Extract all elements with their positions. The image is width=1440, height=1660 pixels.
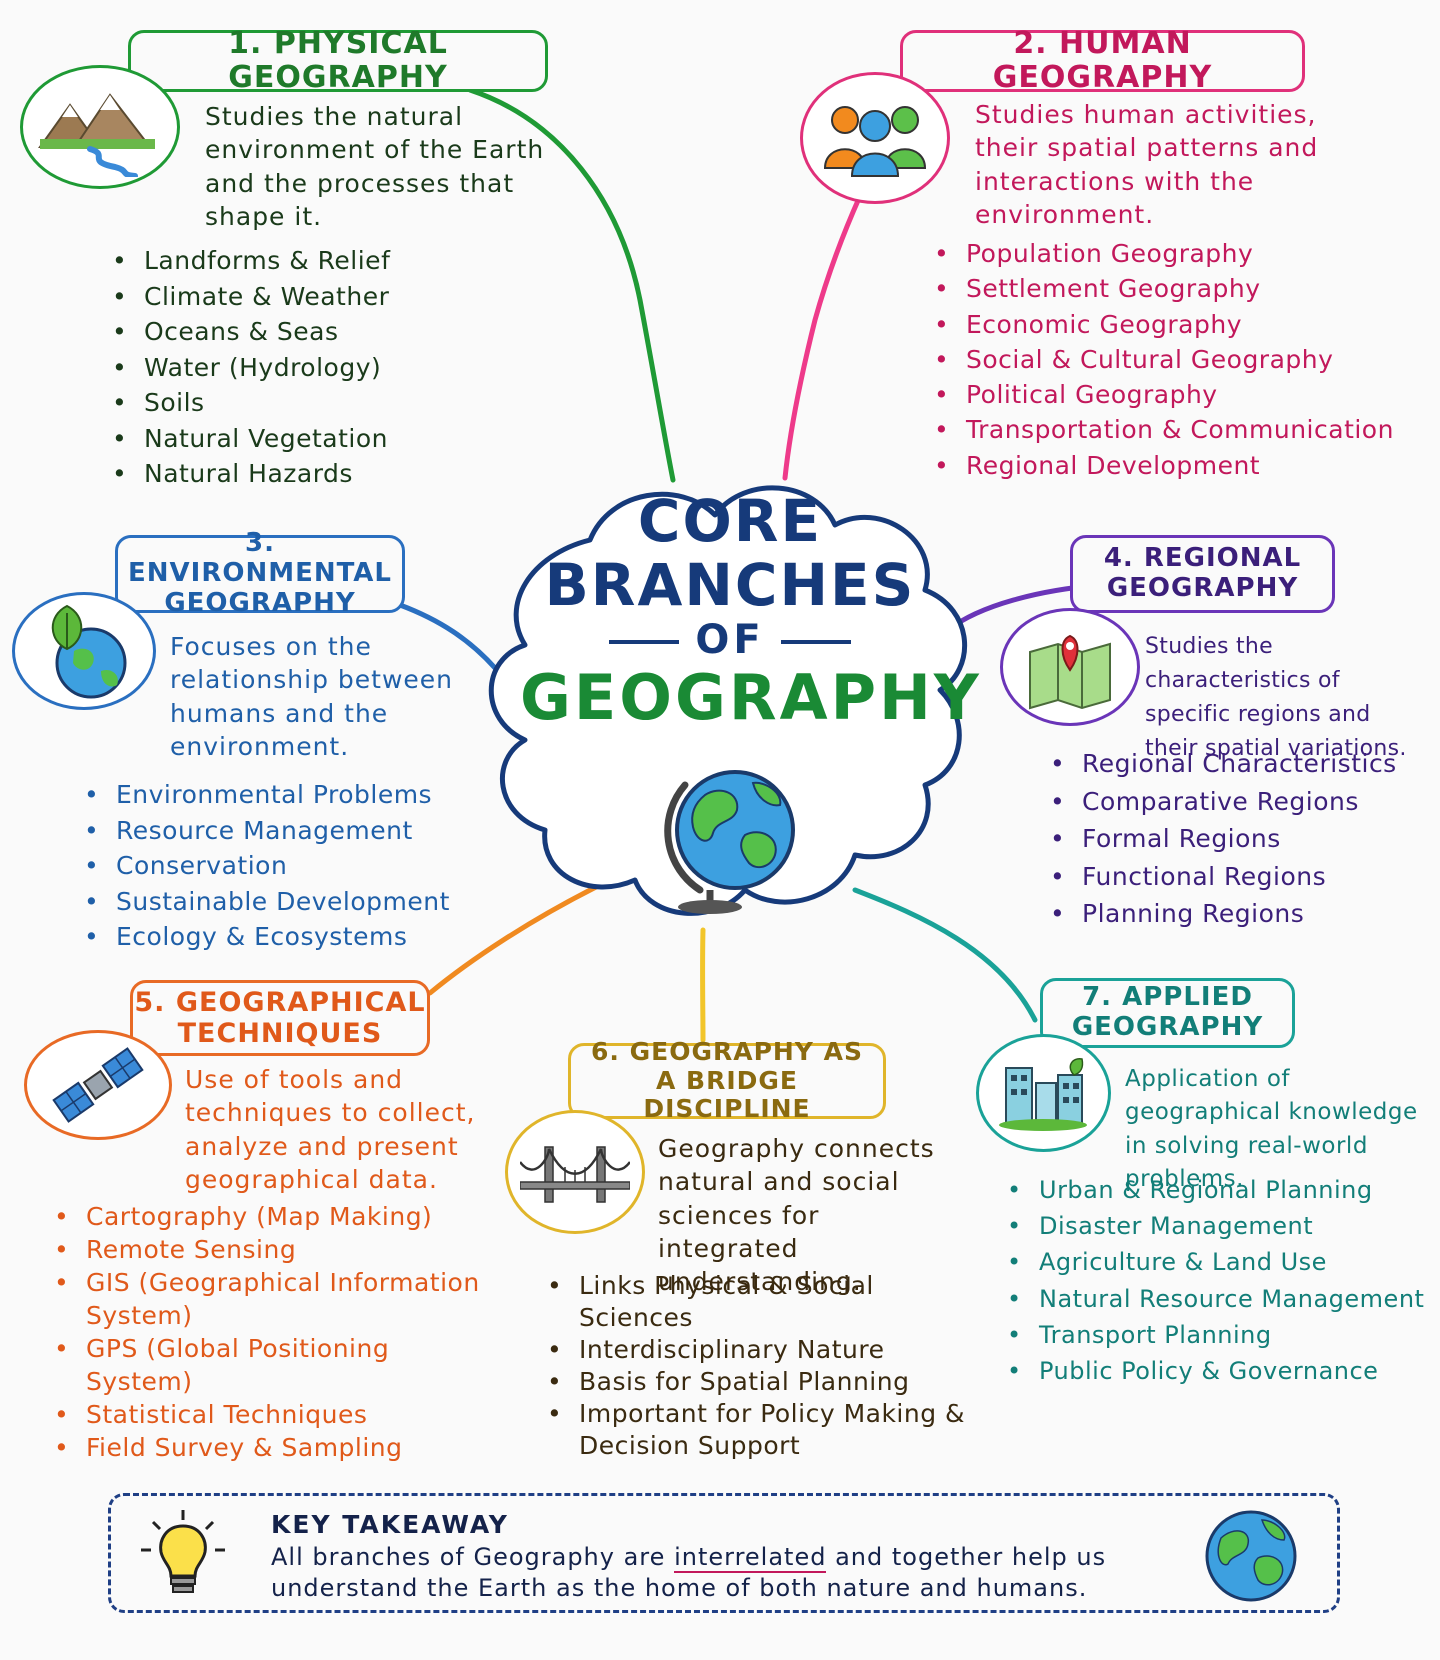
applied-list-item: Urban & Regional Planning xyxy=(1005,1172,1435,1208)
bridge-list-item: Important for Policy Making & Decision S… xyxy=(545,1398,980,1462)
regional-title: 4. REGIONAL GEOGRAPHY xyxy=(1070,535,1335,613)
human-list-item: Social & Cultural Geography xyxy=(932,342,1402,378)
bridge-list-item: Basis for Spatial Planning xyxy=(545,1366,980,1398)
center-title-of: OF xyxy=(695,616,765,663)
applied-title: 7. APPLIED GEOGRAPHY xyxy=(1040,978,1295,1048)
center-title-line4: GEOGRAPHY xyxy=(520,660,982,734)
applied-title-line1: 7. APPLIED xyxy=(1082,982,1253,1013)
physical-list-item: Water (Hydrology) xyxy=(110,350,490,386)
bridge-list-item: Interdisciplinary Nature xyxy=(545,1334,980,1366)
physical-list-item: Oceans & Seas xyxy=(110,314,490,350)
bridge-title-line2: A BRIDGE DISCIPLINE xyxy=(643,1065,811,1124)
human-list-item: Population Geography xyxy=(932,236,1402,272)
techniques-title-line2: TECHNIQUES xyxy=(177,1018,383,1049)
physical-list-item: Natural Vegetation xyxy=(110,421,490,457)
techniques-list-item: GPS (Global Positioning System) xyxy=(52,1332,492,1398)
environmental-title-line2: GEOGRAPHY xyxy=(164,587,356,618)
techniques-title: 5. GEOGRAPHICAL TECHNIQUES xyxy=(130,980,430,1056)
key-takeaway-box: KEY TAKEAWAY All branches of Geography a… xyxy=(108,1493,1340,1613)
physical-list-item: Natural Hazards xyxy=(110,456,490,492)
center-title-line2: BRANCHES xyxy=(544,550,916,619)
environmental-list-item: Sustainable Development xyxy=(82,884,482,920)
human-title: 2. HUMAN GEOGRAPHY xyxy=(900,26,1305,95)
connector-physical xyxy=(467,87,676,483)
globe-icon xyxy=(664,770,795,914)
techniques-list-item: GIS (Geographical Information System) xyxy=(52,1266,492,1332)
regional-list: Regional CharacteristicsComparative Regi… xyxy=(1048,745,1428,933)
regional-list-item: Comparative Regions xyxy=(1048,783,1428,821)
human-list: Population GeographySettlement Geography… xyxy=(932,236,1402,483)
connector-techniques xyxy=(427,882,603,996)
human-list-item: Transportation & Communication xyxy=(932,412,1402,448)
map-pin-icon xyxy=(1000,608,1140,726)
center-title-line3: OF xyxy=(520,618,940,662)
people-icon xyxy=(800,72,950,204)
bridge-title: 6. GEOGRAPHY AS A BRIDGE DISCIPLINE xyxy=(568,1037,886,1123)
techniques-list-item: Field Survey & Sampling xyxy=(52,1431,492,1464)
techniques-list-item: Remote Sensing xyxy=(52,1233,492,1266)
takeaway-text-before: All branches of Geography are xyxy=(271,1543,666,1571)
applied-list-item: Natural Resource Management xyxy=(1005,1281,1435,1317)
regional-title-line2: GEOGRAPHY xyxy=(1106,573,1299,603)
takeaway-text-after: and together help us understand the Eart… xyxy=(271,1543,1107,1603)
regional-list-item: Regional Characteristics xyxy=(1048,745,1428,783)
techniques-title-line1: 5. GEOGRAPHICAL xyxy=(134,986,426,1018)
connector-environmental xyxy=(397,602,498,671)
applied-title-line2: GEOGRAPHY xyxy=(1071,1012,1264,1042)
applied-list-item: Transport Planning xyxy=(1005,1317,1435,1353)
techniques-list-item: Statistical Techniques xyxy=(52,1398,492,1431)
takeaway-text-emphasis: interrelated xyxy=(674,1543,827,1573)
techniques-list: Cartography (Map Making)Remote SensingGI… xyxy=(52,1200,492,1464)
techniques-description: Use of tools and techniques to collect, … xyxy=(185,1065,476,1194)
environmental-title: 3. ENVIRONMENTAL GEOGRAPHY xyxy=(115,528,405,618)
human-list-item: Economic Geography xyxy=(932,307,1402,343)
connector-applied xyxy=(852,887,1038,1023)
bridge-icon xyxy=(505,1110,645,1234)
physical-list: Landforms & ReliefClimate & WeatherOcean… xyxy=(110,243,490,492)
regional-list-item: Planning Regions xyxy=(1048,895,1428,933)
regional-title-line1: 4. REGIONAL xyxy=(1103,543,1302,574)
applied-list: Urban & Regional PlanningDisaster Manage… xyxy=(1005,1172,1435,1389)
applied-list-item: Public Policy & Governance xyxy=(1005,1353,1435,1389)
regional-list-item: Formal Regions xyxy=(1048,820,1428,858)
takeaway-title: KEY TAKEAWAY xyxy=(271,1510,509,1539)
center-title: CORE BRANCHES OF GEOGRAPHY xyxy=(520,487,982,734)
environmental-list-item: Environmental Problems xyxy=(82,777,482,813)
mountain-river-icon xyxy=(20,65,180,189)
human-list-item: Settlement Geography xyxy=(932,271,1402,307)
applied-list-item: Agriculture & Land Use xyxy=(1005,1244,1435,1280)
earth-icon xyxy=(1205,1510,1297,1602)
bridge-list: Links Physical & Social SciencesInterdis… xyxy=(545,1270,980,1462)
environmental-list-item: Resource Management xyxy=(82,813,482,849)
physical-list-item: Climate & Weather xyxy=(110,279,490,315)
environmental-title-line1: 3. ENVIRONMENTAL xyxy=(128,528,392,589)
satellite-icon xyxy=(24,1030,172,1140)
environmental-description: Focuses on the relationship between huma… xyxy=(170,632,454,761)
environmental-list-item: Ecology & Ecosystems xyxy=(82,919,482,955)
human-list-item: Regional Development xyxy=(932,448,1402,484)
physical-list-item: Landforms & Relief xyxy=(110,243,490,279)
techniques-list-item: Cartography (Map Making) xyxy=(52,1200,492,1233)
human-description: Studies human activities, their spatial … xyxy=(975,100,1319,229)
human-list-item: Political Geography xyxy=(932,377,1402,413)
center-title-line1: CORE xyxy=(637,487,823,555)
leaf-globe-icon xyxy=(12,592,156,710)
applied-list-item: Disaster Management xyxy=(1005,1208,1435,1244)
physical-title: 1. PHYSICAL GEOGRAPHY xyxy=(128,26,548,95)
physical-description: Studies the natural environment of the E… xyxy=(205,102,545,231)
bridge-title-line1: 6. GEOGRAPHY AS xyxy=(591,1036,863,1066)
physical-list-item: Soils xyxy=(110,385,490,421)
takeaway-text: All branches of Geography are interrelat… xyxy=(271,1542,1151,1604)
regional-list-item: Functional Regions xyxy=(1048,858,1428,896)
bridge-list-item: Links Physical & Social Sciences xyxy=(545,1270,980,1334)
city-icon xyxy=(976,1034,1111,1152)
lightbulb-icon xyxy=(141,1510,225,1593)
environmental-list: Environmental ProblemsResource Managemen… xyxy=(82,777,482,955)
environmental-list-item: Conservation xyxy=(82,848,482,884)
center-cloud xyxy=(488,485,968,916)
